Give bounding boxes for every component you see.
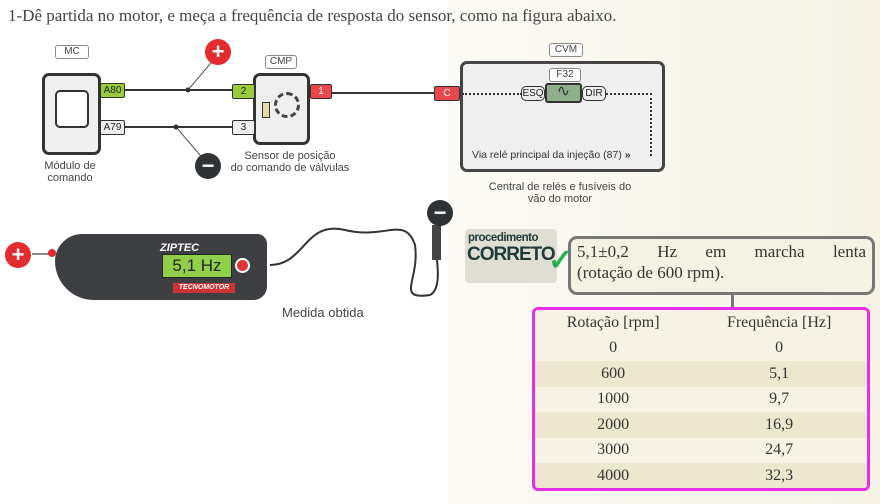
rpm-cell: 600 [535, 361, 692, 387]
badge-line1: procedimento [468, 232, 539, 244]
probe-negative-icon: − [427, 200, 453, 226]
dotted-wire-right [606, 93, 652, 95]
callout-line2: (rotação de 600 rpm). [577, 263, 725, 282]
dotted-wire-left [462, 93, 522, 95]
fuse-icon: ∿ [545, 83, 582, 103]
hz-cell: 9,7 [691, 386, 867, 412]
cvm-caption-line1: Central de relés e fusíveis do [488, 181, 632, 193]
probe-tip-ball [48, 249, 56, 257]
pin-a80: A80 [100, 83, 125, 98]
sensor-icon [274, 92, 300, 118]
rpm-cell: 0 [535, 335, 692, 361]
rpm-cell: 1000 [535, 386, 692, 412]
meter-maker: TECNOMOTOR [173, 283, 235, 293]
callout-box: 5,1±0,2 Hz em marcha lenta (rotação de 6… [568, 236, 875, 295]
header-rotacao: Rotação [rpm] [535, 310, 692, 336]
wire-a79-pin3 [125, 126, 233, 128]
fuse-label: F32 [549, 68, 581, 82]
probe-positive-icon: + [5, 242, 31, 268]
positive-terminal-icon: + [205, 39, 231, 65]
pin-2: 2 [232, 84, 255, 99]
chip-icon [55, 90, 89, 128]
cmp-sensor-box [253, 73, 310, 145]
cmp-caption-line2: do comando de válvulas [230, 162, 350, 174]
hz-cell: 5,1 [691, 361, 867, 387]
cvm-pin-c: C [434, 86, 460, 101]
pin-a79: A79 [100, 120, 125, 135]
hz-cell: 0 [691, 335, 867, 361]
dotted-wire-down [650, 93, 652, 156]
procedimento-correto-badge: procedimento CORRETO [465, 229, 557, 283]
instruction-text: 1-Dê partida no motor, e meça a frequênc… [8, 6, 617, 25]
header-frequencia: Frequência [Hz] [691, 310, 867, 336]
hz-cell: 32,3 [691, 463, 867, 488]
rpm-cell: 2000 [535, 412, 692, 438]
callout-connector [731, 295, 734, 308]
fuse-esq: ESQ [521, 86, 545, 101]
meter-display: 5,1 Hz [162, 254, 232, 278]
rpm-cell: 3000 [535, 437, 692, 463]
meter-brand: ZIPTEC [160, 242, 200, 254]
pin-3: 3 [232, 120, 255, 135]
logic-probe-meter: ZIPTEC 5,1 Hz TECNOMOTOR [55, 234, 267, 300]
hz-cell: 24,7 [691, 437, 867, 463]
meter-logo-icon [235, 258, 250, 273]
probe-tip [32, 253, 54, 255]
negative-terminal-icon: − [195, 153, 221, 179]
cmp-label: CMP [265, 55, 297, 69]
hz-cell: 16,9 [691, 412, 867, 438]
fuse-dir: DIR [582, 86, 606, 101]
via-arrow-icon: » [624, 149, 631, 161]
rpm-cell: 4000 [535, 463, 692, 488]
wire-a80-pin2 [125, 89, 233, 91]
mc-caption-line2: comando [47, 172, 93, 184]
cvm-label: CVM [549, 43, 583, 57]
cmp-caption-line1: Sensor de posição [244, 150, 336, 162]
mc-caption-line1: Módulo de [44, 160, 96, 172]
via-text-label: Via relé principal da injeção (87) [472, 149, 622, 161]
wire-pin1-cvm [332, 92, 434, 94]
callout-line1: 5,1±0,2 Hz em marcha lenta [577, 242, 866, 261]
mc-module-box [42, 73, 101, 155]
via-text: Via relé principal da injeção (87) » [472, 149, 631, 161]
meter-caption: Medida obtida [282, 305, 364, 320]
badge-line2: CORRETO [467, 244, 556, 265]
resistor-icon [262, 102, 270, 118]
mc-label: MC [55, 45, 89, 59]
pin-1: 1 [310, 84, 332, 99]
cvm-caption-line2: vão do motor [527, 193, 593, 205]
